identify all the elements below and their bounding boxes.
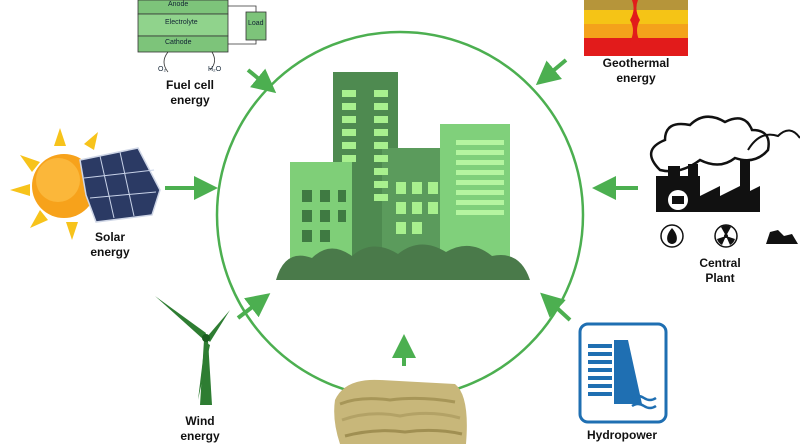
- flame-icon: [660, 224, 684, 248]
- sun-icon: [10, 128, 98, 240]
- wind-turbine-icon: [155, 296, 230, 405]
- solar-panel-icon: [79, 147, 161, 223]
- hydropower-label: Hydropower: [586, 428, 657, 442]
- hydropower-dam-icon: [578, 322, 668, 424]
- geothermal-layers-icon: [584, 0, 688, 56]
- electrolyte-label: Electrolyte: [165, 19, 198, 26]
- h2o-label: H₂O: [208, 66, 222, 73]
- arrows: [165, 58, 638, 366]
- anode-label: Anode: [168, 1, 189, 8]
- o2-label: O₂: [158, 66, 167, 73]
- building-cluster-icon: [276, 72, 530, 280]
- coal-icon: [766, 230, 798, 244]
- radiation-icon: [714, 224, 738, 248]
- cathode-label: Cathode: [165, 39, 192, 46]
- load-label: Load: [248, 20, 264, 27]
- factory-icon: [650, 115, 800, 212]
- fuel-cell-diagram: [137, 0, 267, 73]
- biomass-bale-icon: [334, 379, 467, 444]
